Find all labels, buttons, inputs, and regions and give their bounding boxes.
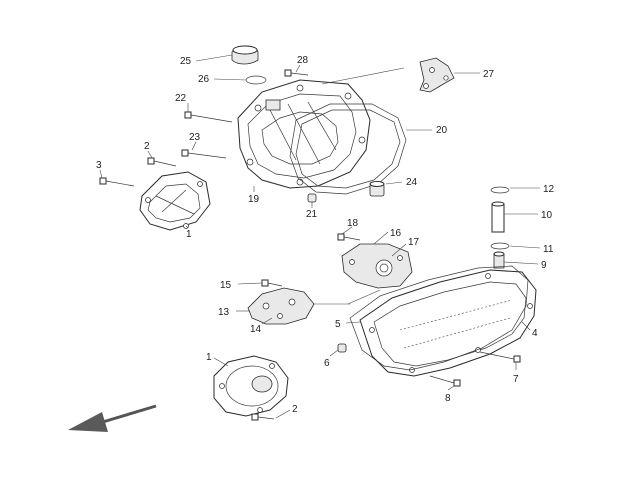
callout-10: 10 (541, 210, 553, 221)
callout-25: 25 (180, 56, 192, 67)
callout-13: 13 (218, 307, 230, 318)
bolt-2-bottom-part (251, 413, 275, 421)
front-direction-arrow-icon (68, 404, 157, 432)
clip-12-part (490, 186, 510, 194)
ring-11-part (490, 242, 510, 250)
bracket-part (419, 57, 455, 93)
callout-22: 22 (175, 93, 187, 104)
plug-24-part (369, 181, 385, 197)
callout-2-bottom: 2 (292, 404, 298, 415)
o-ring-part (245, 75, 267, 85)
callout-16: 16 (390, 228, 402, 239)
round-cover-bottom-part (213, 355, 289, 417)
bolt-28-part (284, 69, 309, 77)
gasket-inner-outline (295, 109, 401, 189)
callout-27: 27 (483, 69, 495, 80)
callout-21: 21 (306, 209, 318, 220)
callout-5: 5 (335, 319, 341, 330)
bolt-18-part (337, 233, 361, 241)
callout-20: 20 (436, 125, 448, 136)
callout-4: 4 (532, 328, 538, 339)
callout-7: 7 (513, 374, 519, 385)
callout-labels: 25 26 28 27 22 20 23 2 3 19 24 21 1 12 1… (96, 55, 555, 415)
bolt-23-part (181, 149, 227, 159)
pipe-10-part (491, 201, 505, 233)
callout-12: 12 (543, 184, 555, 195)
callout-14: 14 (250, 324, 262, 335)
callout-24: 24 (406, 177, 418, 188)
crankcase-cover-part (237, 79, 371, 189)
case-gasket-part (349, 265, 529, 371)
bolt-22-part (184, 111, 233, 123)
callout-3: 3 (96, 160, 102, 171)
bracket-plate-part (247, 287, 315, 325)
bolt-7-part (479, 351, 521, 363)
callout-8: 8 (445, 393, 451, 404)
bolt-15-part (261, 279, 283, 287)
callout-1-bottom: 1 (206, 352, 212, 363)
leader-lines (99, 54, 541, 419)
callout-11: 11 (543, 244, 554, 255)
callout-1-top: 1 (186, 229, 192, 240)
bolt-2-top-part (147, 157, 177, 167)
bolt-8-part (429, 375, 461, 387)
gasket-part (289, 103, 407, 195)
callout-17: 17 (408, 237, 420, 248)
dowel-21-part (307, 193, 317, 203)
callout-9: 9 (541, 260, 547, 271)
callout-15: 15 (220, 280, 232, 291)
pump-housing-part (341, 243, 413, 289)
callout-26: 26 (198, 74, 210, 85)
bolt-3-part (99, 177, 135, 187)
callout-23: 23 (189, 132, 201, 143)
callout-28: 28 (297, 55, 309, 66)
pin-9-part (493, 251, 505, 269)
filler-cap-part (231, 45, 259, 65)
callout-18: 18 (347, 218, 359, 229)
callout-6: 6 (324, 358, 330, 369)
callout-19: 19 (248, 194, 260, 205)
dowel-6-part (337, 343, 347, 353)
callout-2-top: 2 (144, 141, 150, 152)
small-cover-top-part (139, 171, 211, 231)
